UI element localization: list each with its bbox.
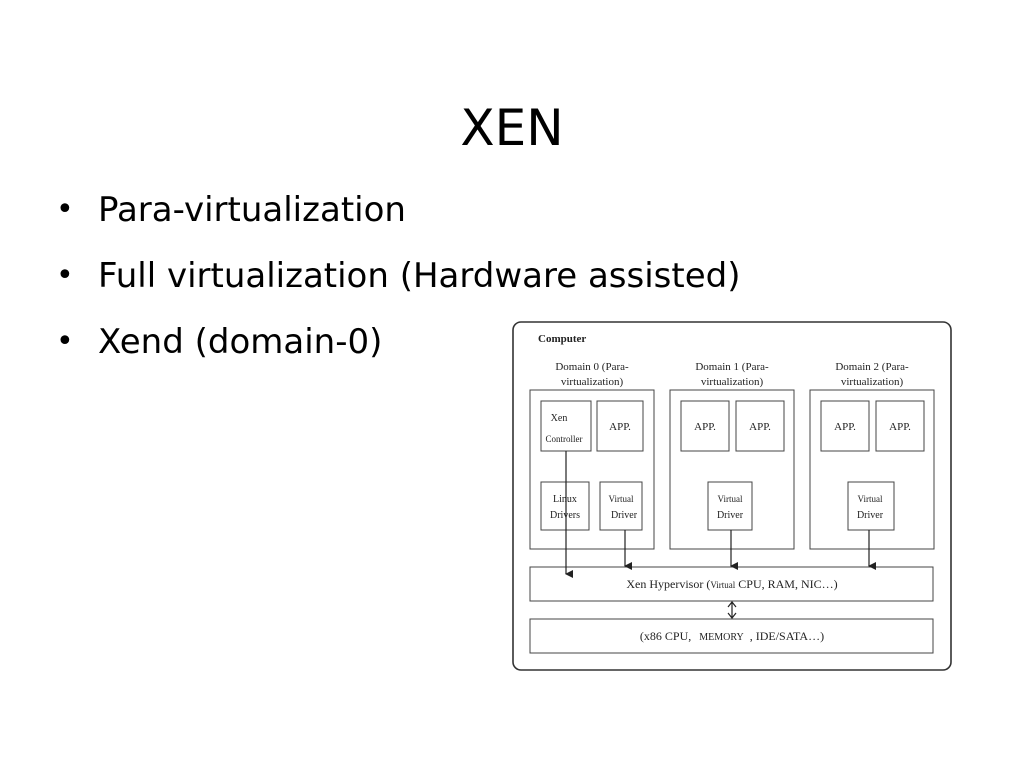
domain0-app-box [596, 400, 644, 452]
domain0-virtual-driver-line1: Virtual [609, 494, 634, 504]
domain1-title: Domain 1 (Para- [695, 361, 769, 373]
hardware-label: (x86 CPU, MEMORY , IDE/SATA…) [640, 629, 824, 643]
hypervisor-label-suffix: CPU, RAM, NIC…) [735, 577, 837, 591]
bullet-item: • Full virtualization (Hardware assisted… [56, 252, 740, 318]
hardware-label-memory: MEMORY [699, 632, 743, 643]
domain2-virtual-driver-box [847, 481, 895, 531]
domain2-title: Domain 2 (Para- [835, 361, 909, 373]
domain0-subtitle: virtualization) [561, 376, 624, 388]
domain2-virtual-driver-line1: Virtual [858, 494, 883, 504]
hypervisor-box [529, 566, 934, 602]
bullet-dot-icon: • [56, 258, 74, 293]
domain0-virtual-driver-box [599, 481, 643, 531]
domain1-app-right-label: APP. [749, 421, 771, 433]
xen-architecture-diagram: Computer Domain 0 (Para- virtualization)… [512, 320, 952, 672]
bullet-item: • Para-virtualization [56, 186, 740, 252]
xen-controller-line1: Xen [551, 413, 568, 424]
slide-title: XEN [460, 98, 564, 157]
bullet-dot-icon: • [56, 324, 74, 359]
computer-label: Computer [538, 333, 586, 345]
domain1-app-right-box [735, 400, 785, 452]
hypervisor-label: Xen Hypervisor (Virtual CPU, RAM, NIC…) [626, 577, 837, 591]
domain1-app-left-box [680, 400, 730, 452]
domain2-subtitle: virtualization) [841, 376, 904, 388]
domain1-app-left-label: APP. [694, 421, 716, 433]
diagram-canvas: Computer Domain 0 (Para- virtualization)… [512, 321, 952, 671]
hardware-box [529, 618, 934, 654]
bullet-item: • Xend (domain-0) [56, 318, 740, 384]
linux-drivers-line2: Drivers [550, 510, 580, 521]
linux-drivers-line1: Linux [553, 494, 577, 505]
domain2-virtual-driver-line2: Driver [857, 510, 884, 521]
domain0-title: Domain 0 (Para- [555, 361, 629, 373]
hypervisor-label-prefix: Xen Hypervisor ( [626, 577, 710, 591]
domain2-app-right-box [875, 400, 925, 452]
bullet-text: Xend (domain-0) [98, 322, 383, 362]
domain0-app-label: APP. [609, 421, 631, 433]
bidirectional-arrow-icon [727, 601, 737, 619]
bullet-text: Full virtualization (Hardware assisted) [98, 256, 741, 296]
domain1-subtitle: virtualization) [701, 376, 764, 388]
domain2-app-right-label: APP. [889, 421, 911, 433]
xen-controller-line2: Controller [546, 434, 583, 444]
domain1-virtual-driver-line1: Virtual [718, 494, 743, 504]
domain0-virtual-driver-line2: Driver [611, 510, 638, 521]
hardware-label-part2: , IDE/SATA…) [750, 629, 824, 643]
domain2-app-left-label: APP. [834, 421, 856, 433]
bullet-text: Para-virtualization [98, 190, 406, 230]
xen-controller-box [540, 400, 592, 452]
hypervisor-label-virtual: Virtual [710, 580, 735, 590]
hardware-label-part1: (x86 CPU, [640, 629, 691, 643]
domain1-virtual-driver-line2: Driver [717, 510, 744, 521]
domain1-virtual-driver-box [707, 481, 753, 531]
bullet-list: • Para-virtualization • Full virtualizat… [56, 186, 740, 384]
linux-drivers-box [540, 481, 590, 531]
domain2-app-left-box [820, 400, 870, 452]
bullet-dot-icon: • [56, 192, 74, 227]
